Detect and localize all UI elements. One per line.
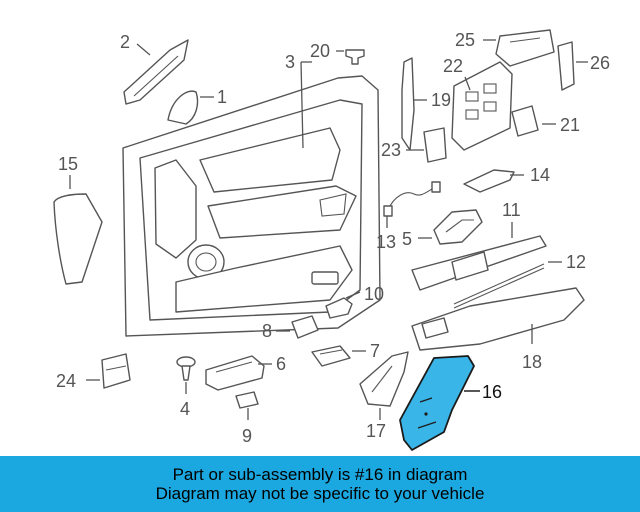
part-11[interactable] [411,235,547,291]
callout-12: 12 [566,252,586,272]
callout-23: 23 [381,140,401,160]
part-5[interactable] [433,209,483,245]
part-4[interactable] [176,356,196,381]
callout-5: 5 [402,229,412,249]
callout-13: 13 [376,232,396,252]
banner-line-2: Diagram may not be specific to your vehi… [155,484,485,503]
callout-17: 17 [366,421,386,441]
part-17[interactable] [359,351,409,407]
part-15[interactable] [53,193,103,285]
part-12[interactable] [453,263,545,309]
part-20-clip[interactable] [345,49,365,65]
part-14[interactable] [463,169,515,193]
part-18[interactable] [411,287,585,351]
callout-4: 4 [180,399,190,419]
callout-15: 15 [58,154,78,174]
callout-1: 1 [217,87,227,107]
part-7[interactable] [311,345,351,367]
parts-diagram: 2 1 3 20 19 23 [53,29,610,451]
callout-20: 20 [310,41,330,61]
callout-25: 25 [455,30,475,50]
callout-8: 8 [262,321,272,341]
callout-6: 6 [276,354,286,374]
callout-16: 16 [482,382,502,402]
part-13[interactable] [383,181,441,217]
callout-21: 21 [560,115,580,135]
banner-line-1: Part or sub-assembly is #16 in diagram [172,465,468,484]
part-1[interactable] [167,90,199,125]
callout-14: 14 [530,165,550,185]
callout-24: 24 [56,371,76,391]
callout-3: 3 [285,52,295,72]
callout-7: 7 [370,341,380,361]
part-24[interactable] [101,353,131,389]
callout-2: 2 [120,32,130,52]
callout-26: 26 [590,53,610,73]
part-19[interactable] [401,57,415,151]
callout-11: 11 [502,200,521,220]
callout-10: 10 [364,284,384,304]
part-8[interactable] [291,315,319,339]
info-banner: Part or sub-assembly is #16 in diagram D… [0,456,640,512]
part-3-door-trim-panel[interactable] [122,75,381,337]
part-21[interactable] [511,105,539,137]
part-10[interactable] [325,297,353,319]
part-26[interactable] [557,41,575,91]
callout-22: 22 [443,56,463,76]
part-9[interactable] [235,391,259,409]
part-2[interactable] [123,39,189,105]
callout-18: 18 [522,352,542,372]
callout-9: 9 [242,426,252,446]
part-25[interactable] [495,29,555,67]
part-16-highlighted[interactable] [399,355,475,451]
callout-19: 19 [431,90,451,110]
part-6[interactable] [205,355,265,391]
part-23[interactable] [423,127,447,163]
